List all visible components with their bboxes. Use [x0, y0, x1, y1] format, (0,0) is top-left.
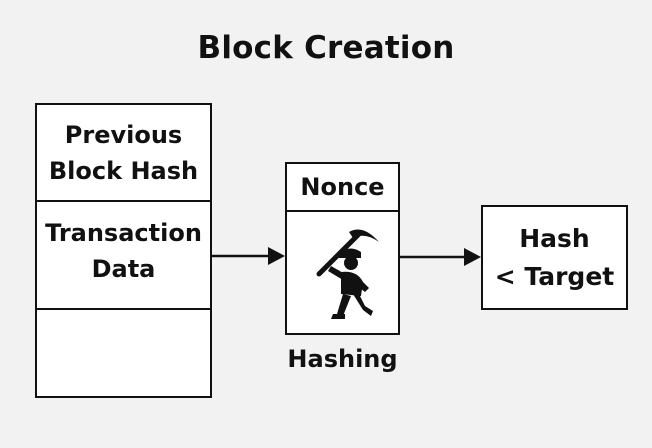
arrow-block-to-hashing: [212, 247, 285, 265]
result-label-line2: < Target: [494, 261, 615, 291]
previous-hash-label-line1: Previous: [64, 120, 183, 149]
nonce-cell: Nonce: [287, 164, 398, 212]
hash-target-box: Hash < Target: [481, 205, 628, 310]
arrow-hashing-to-result: [400, 248, 481, 266]
previous-hash-label-line2: Block Hash: [48, 156, 199, 185]
transaction-data-cell: Transaction Data: [37, 202, 210, 310]
miner-pickaxe-icon: [316, 229, 379, 319]
previous-block-hash-cell: Previous Block Hash: [37, 105, 210, 202]
empty-block-cell: [37, 310, 210, 395]
hashing-box: Nonce: [285, 162, 400, 335]
diagram-title: Block Creation: [197, 30, 455, 66]
result-label-line1: Hash: [519, 223, 590, 253]
block-box: Previous Block Hash Transaction Data: [35, 103, 212, 398]
hashing-label: Hashing: [287, 345, 398, 373]
transaction-label-line2: Data: [91, 255, 156, 283]
transaction-label-line1: Transaction: [45, 219, 202, 247]
